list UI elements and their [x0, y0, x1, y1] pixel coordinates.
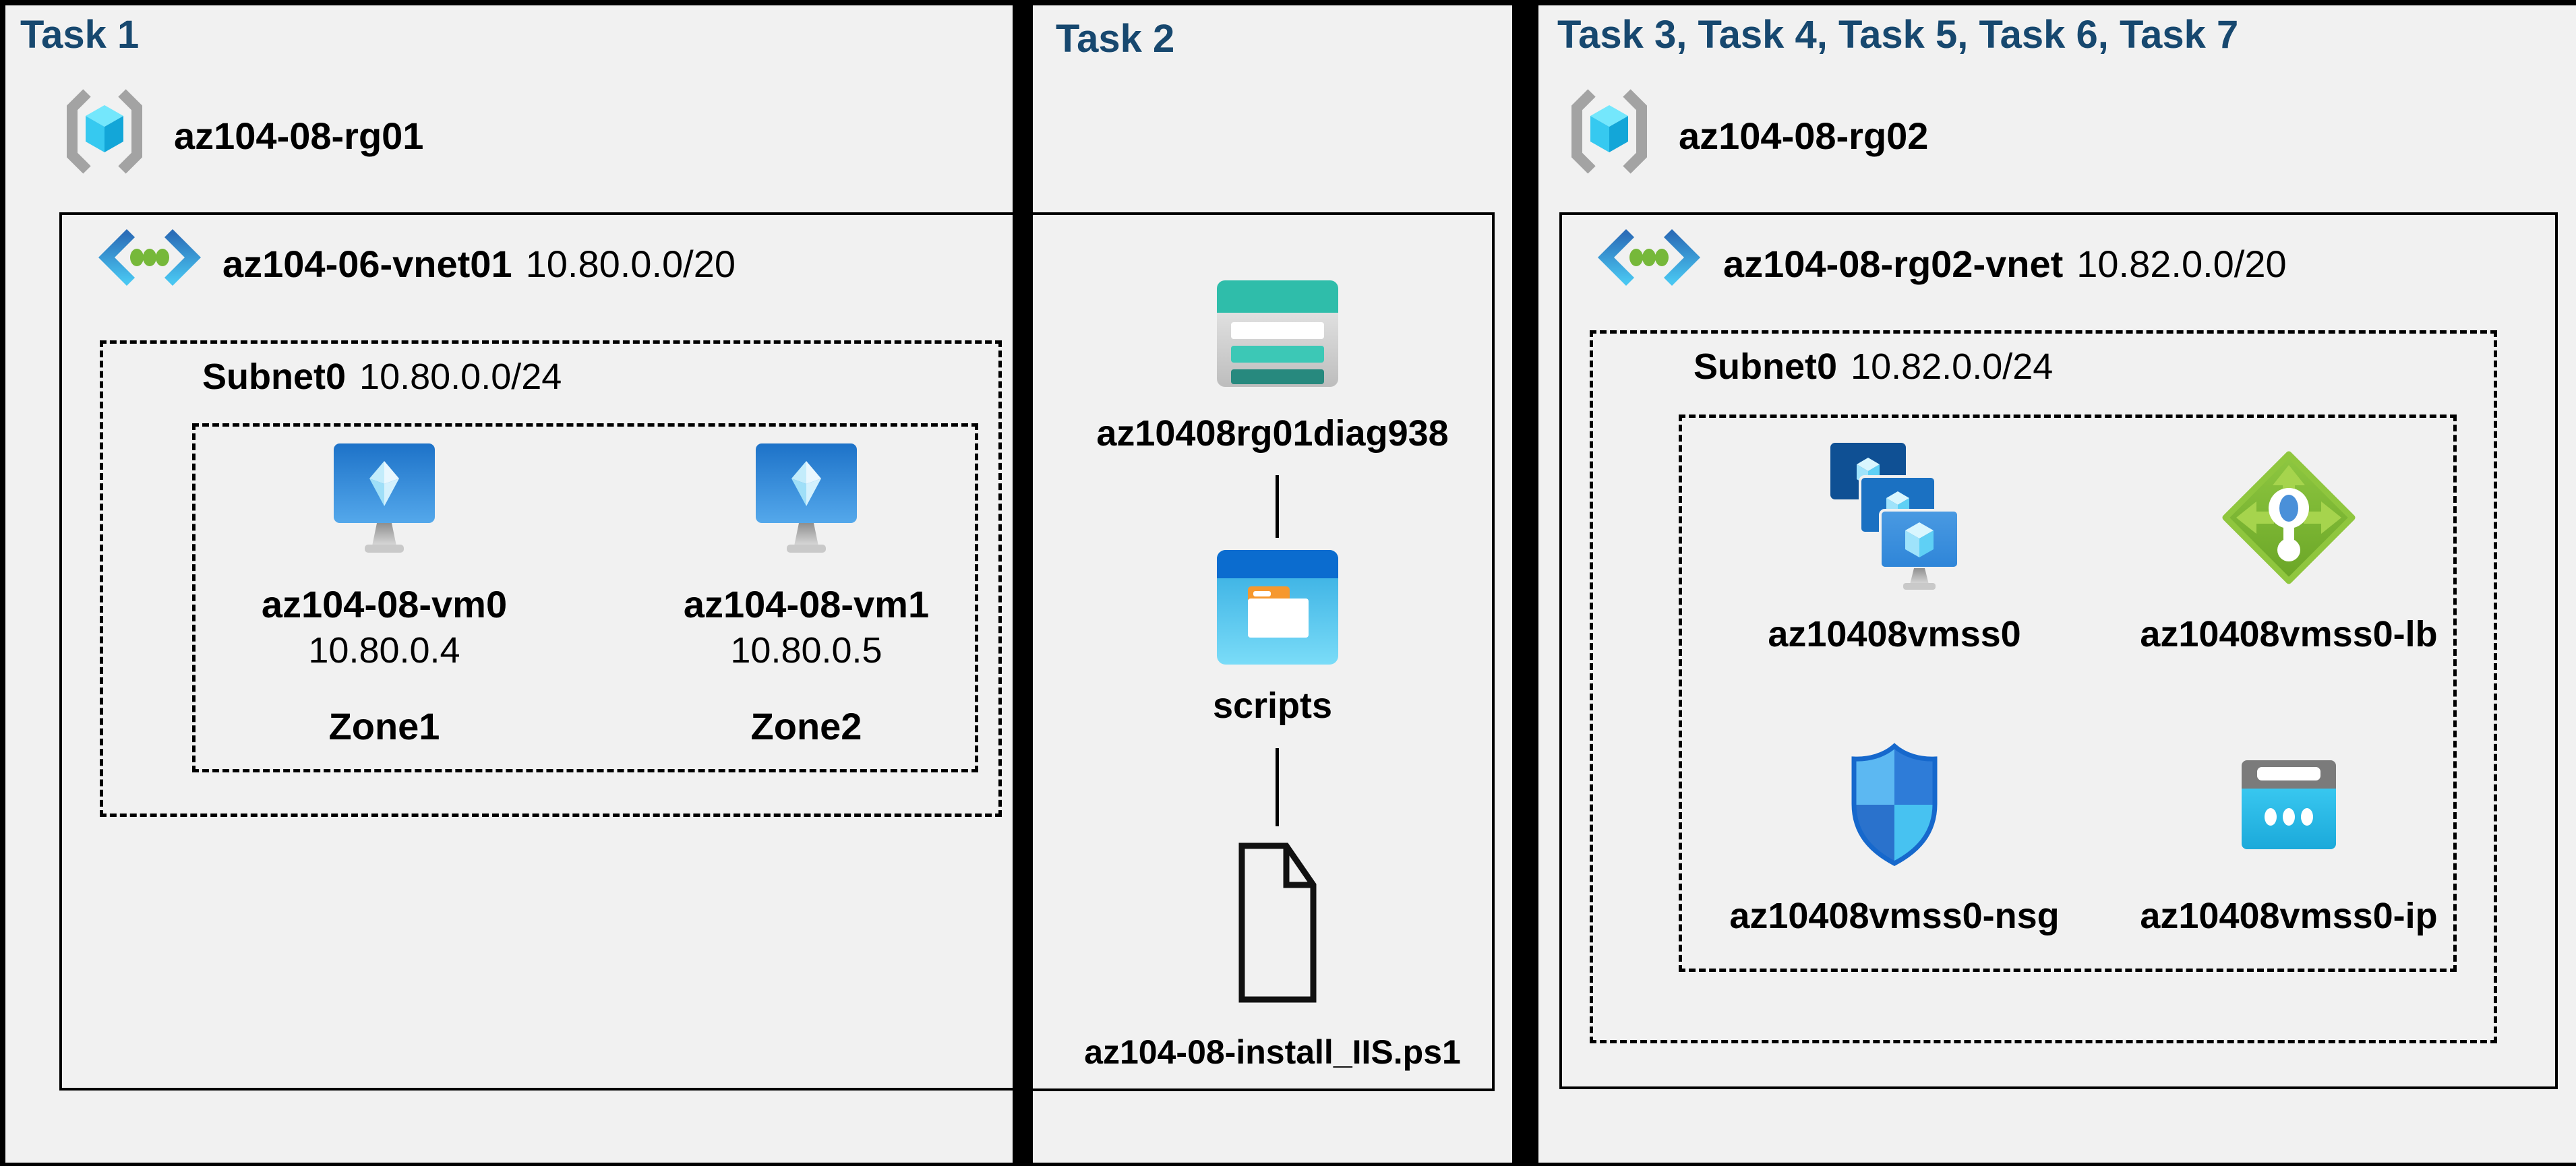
vm-ip: 10.80.0.4: [308, 630, 460, 671]
connector-line: [1276, 748, 1279, 826]
file-icon: [1238, 842, 1317, 1003]
vm-icon: [334, 443, 435, 553]
subnet-label: Subnet0 10.82.0.0/24: [1694, 346, 2053, 388]
nsg-icon-slot: [1706, 739, 2083, 871]
resource-group-name: az104-08-rg01: [174, 115, 424, 157]
vm-ip: 10.80.0.5: [730, 630, 882, 671]
vnet-box: [59, 212, 1013, 1091]
subnet-cidr: 10.80.0.0/24: [359, 357, 562, 397]
vnet-label: az104-06-vnet01 10.80.0.0/20: [222, 243, 736, 286]
load-balancer-icon: [2222, 451, 2356, 584]
vnet-cidr: 10.80.0.0/20: [525, 243, 736, 285]
vm0-group: az104-08-vm0 10.80.0.4 Zone1: [243, 443, 526, 747]
blob-container-icon: [1217, 550, 1338, 665]
vnet-box: [1559, 212, 2558, 1089]
nsg-group: az10408vmss0-nsg: [1706, 739, 2083, 936]
public-ip-icon: [2242, 760, 2336, 849]
task1-header: Task 1: [20, 13, 140, 57]
subnet-name: Subnet0: [202, 357, 347, 397]
subnet-cidr: 10.82.0.0/24: [1851, 346, 2054, 387]
task2-panel: Task 2 az10408rg01diag938 scripts az104-…: [1033, 5, 1512, 1163]
vmss-icon: [1830, 443, 1958, 590]
resource-group-icon: [1571, 89, 1647, 174]
subnet-box: [100, 340, 1002, 817]
storage-flow-box: [1033, 212, 1495, 1091]
resource-name: az10408vmss0-ip: [2140, 896, 2438, 936]
resource-group-name: az104-08-rg02: [1679, 115, 1929, 157]
public-ip-group: az10408vmss0-ip: [2100, 739, 2478, 936]
vm-zone: Zone2: [750, 704, 862, 747]
task2-header: Task 2: [1056, 17, 1175, 61]
virtual-network-icon: [1598, 228, 1700, 286]
vm-zone: Zone1: [328, 704, 440, 747]
subnet-label: Subnet0 10.80.0.0/24: [202, 356, 562, 398]
load-balancer-group: az10408vmss0-lb: [2100, 437, 2478, 654]
vm1-group: az104-08-vm1 10.80.0.5 Zone2: [665, 443, 948, 747]
resource-name: az10408vmss0: [1768, 614, 2021, 654]
storage-account-icon: [1217, 280, 1338, 387]
task3-panel: Task 3, Task 4, Task 5, Task 6, Task 7 a…: [1538, 5, 2576, 1163]
load-balancer-icon-slot: [2100, 437, 2478, 599]
vnet-name: az104-08-rg02-vnet: [1723, 243, 2064, 285]
vm-group-box: [192, 423, 978, 772]
nsg-icon: [1851, 743, 1938, 866]
vnet-label: az104-08-rg02-vnet 10.82.0.0/20: [1723, 243, 2287, 286]
container-name: scripts: [1212, 685, 1333, 726]
vnet-name: az104-06-vnet01: [222, 243, 512, 285]
vm-name: az104-08-vm0: [261, 583, 508, 625]
subnet-name: Subnet0: [1694, 346, 1838, 387]
vmss-group-box: [1679, 415, 2457, 972]
vm-name: az104-08-vm1: [683, 583, 930, 625]
virtual-network-icon: [98, 228, 201, 286]
resource-name: az10408vmss0-nsg: [1729, 896, 2060, 936]
vmss-icon-slot: [1706, 437, 2083, 599]
file-name: az104-08-install_IIS.ps1: [1084, 1033, 1461, 1071]
resource-name: az10408vmss0-lb: [2140, 614, 2438, 654]
vnet-cidr: 10.82.0.0/20: [2076, 243, 2287, 285]
storage-account-name: az10408rg01diag938: [1096, 413, 1449, 454]
public-ip-icon-slot: [2100, 739, 2478, 871]
vmss-group: az10408vmss0: [1706, 437, 2083, 654]
vm-icon: [756, 443, 857, 553]
task3-header: Task 3, Task 4, Task 5, Task 6, Task 7: [1557, 13, 2239, 57]
subnet-box: [1590, 330, 2497, 1043]
connector-line: [1276, 475, 1279, 538]
task1-panel: Task 1 az104-08-rg01 az104-06-vnet01 10.8…: [5, 5, 1013, 1163]
resource-group-icon: [67, 89, 142, 174]
